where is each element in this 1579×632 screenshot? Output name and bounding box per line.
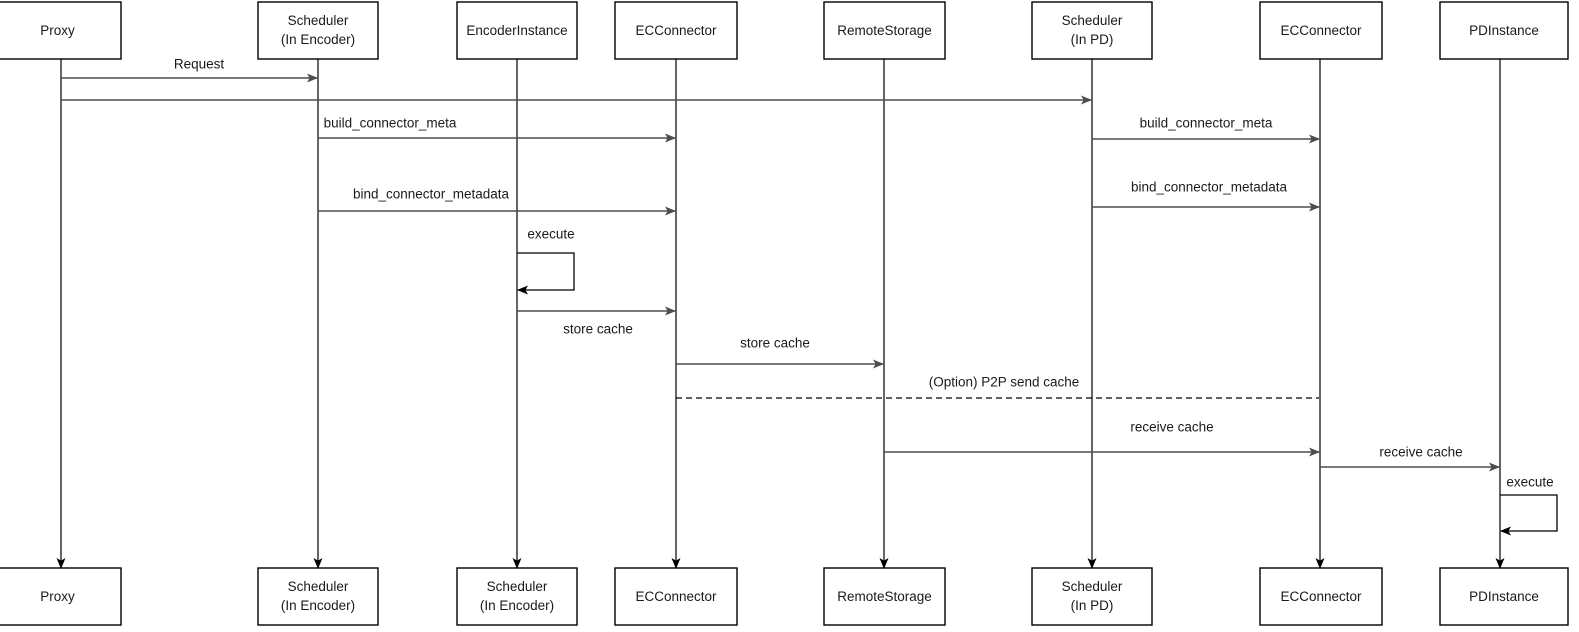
participant-label-primary: Scheduler — [487, 579, 548, 594]
participant-box-top-encoder-instance[interactable]: EncoderInstance — [456, 1, 578, 60]
bottom-participant-boxes: Proxy Scheduler (In Encoder) Scheduler (In E… — [0, 567, 1569, 626]
participant-box-bottom-ec-connector-encoder[interactable]: ECConnector — [614, 567, 738, 626]
participant-box-top-proxy[interactable]: Proxy — [0, 1, 122, 60]
message-m11[interactable]: receive cache — [1320, 445, 1500, 472]
self-calls-layer: execute execute — [517, 227, 1558, 536]
participant-box-rect[interactable] — [614, 1, 738, 60]
self-call-s1[interactable]: execute — [517, 227, 575, 295]
participant-label-primary: Scheduler — [1062, 579, 1123, 594]
participant-label-secondary: (In PD) — [1071, 32, 1114, 47]
message-label: store cache — [563, 322, 633, 337]
participant-box-top-pd-instance[interactable]: PDInstance — [1439, 1, 1569, 60]
message-label: build_connector_meta — [324, 116, 457, 131]
participant-box-rect[interactable] — [1031, 1, 1153, 60]
message-m4[interactable]: build_connector_meta — [1092, 116, 1320, 144]
participant-label-primary: ECConnector — [1280, 23, 1362, 38]
participant-box-rect[interactable] — [1259, 567, 1383, 626]
lifelines-layer — [56, 59, 1505, 569]
participant-box-bottom-scheduler-encoder[interactable]: Scheduler (In Encoder) — [257, 567, 379, 626]
participant-box-rect[interactable] — [1439, 1, 1569, 60]
participant-box-top-ec-connector-encoder[interactable]: ECConnector — [614, 1, 738, 60]
participant-box-rect[interactable] — [1259, 1, 1383, 60]
participant-box-rect[interactable] — [456, 567, 578, 626]
message-m8[interactable]: store cache — [676, 336, 884, 369]
participant-label-primary: PDInstance — [1469, 23, 1539, 38]
top-participant-boxes: Proxy Scheduler (In Encoder) EncoderInstanc… — [0, 1, 1569, 60]
participant-box-bottom-proxy[interactable]: Proxy — [0, 567, 122, 626]
participant-box-rect[interactable] — [0, 567, 122, 626]
participant-box-top-remote-storage[interactable]: RemoteStorage — [823, 1, 946, 60]
participant-box-top-ec-connector-pd[interactable]: ECConnector — [1259, 1, 1383, 60]
self-call-path — [517, 252, 575, 295]
participant-box-bottom-ec-connector-pd[interactable]: ECConnector — [1259, 567, 1383, 626]
participant-box-bottom-scheduler-pd[interactable]: Scheduler (In PD) — [1031, 567, 1153, 626]
participant-label-primary: ECConnector — [635, 589, 717, 604]
participant-box-bottom-pd-instance[interactable]: PDInstance — [1439, 567, 1569, 626]
participant-label-primary: PDInstance — [1469, 589, 1539, 604]
participant-label-primary: Scheduler — [288, 13, 349, 28]
participant-label-primary: Scheduler — [288, 579, 349, 594]
participant-box-rect[interactable] — [1031, 567, 1153, 626]
participant-box-rect[interactable] — [257, 1, 379, 60]
message-m9[interactable]: (Option) P2P send cache — [676, 375, 1319, 399]
message-m6[interactable]: bind_connector_metadata — [1092, 180, 1320, 212]
participant-box-rect[interactable] — [257, 567, 379, 626]
message-label: bind_connector_metadata — [353, 187, 510, 202]
participant-label-primary: EncoderInstance — [466, 23, 567, 38]
participant-label-primary: Scheduler — [1062, 13, 1123, 28]
participant-box-rect[interactable] — [456, 1, 578, 60]
participant-label-primary: Proxy — [40, 589, 75, 604]
participant-label-primary: RemoteStorage — [837, 23, 932, 38]
message-label: build_connector_meta — [1140, 116, 1273, 131]
message-m7[interactable]: store cache — [517, 306, 676, 337]
self-call-s2[interactable]: execute — [1500, 475, 1558, 536]
message-m1[interactable]: Request — [61, 57, 318, 83]
messages-layer: Request build_connector_meta build_connect… — [61, 57, 1500, 472]
participant-box-top-scheduler-encoder[interactable]: Scheduler (In Encoder) — [257, 1, 379, 60]
self-call-label: execute — [527, 227, 574, 242]
participant-box-rect[interactable] — [1439, 567, 1569, 626]
participant-box-top-scheduler-pd[interactable]: Scheduler (In PD) — [1031, 1, 1153, 60]
message-label: bind_connector_metadata — [1131, 180, 1288, 195]
participant-box-rect[interactable] — [614, 567, 738, 626]
participant-box-bottom-encoder-instance[interactable]: Scheduler (In Encoder) — [456, 567, 578, 626]
participant-label-secondary: (In Encoder) — [281, 598, 355, 613]
participant-box-rect[interactable] — [823, 567, 946, 626]
message-label: receive cache — [1379, 445, 1462, 460]
participant-label-primary: ECConnector — [635, 23, 717, 38]
self-call-label: execute — [1506, 475, 1553, 490]
participant-label-primary: Proxy — [40, 23, 75, 38]
participant-label-primary: ECConnector — [1280, 589, 1362, 604]
message-label: store cache — [740, 336, 810, 351]
participant-label-primary: RemoteStorage — [837, 589, 932, 604]
message-m5[interactable]: bind_connector_metadata — [318, 187, 676, 216]
participant-box-rect[interactable] — [823, 1, 946, 60]
participant-box-rect[interactable] — [0, 1, 122, 60]
message-label: Request — [174, 57, 225, 72]
participant-label-secondary: (In PD) — [1071, 598, 1114, 613]
message-label: receive cache — [1130, 420, 1213, 435]
participant-box-bottom-remote-storage[interactable]: RemoteStorage — [823, 567, 946, 626]
message-m10[interactable]: receive cache — [884, 420, 1320, 457]
message-label: (Option) P2P send cache — [929, 375, 1080, 390]
self-call-path — [1500, 494, 1558, 536]
participant-label-secondary: (In Encoder) — [281, 32, 355, 47]
participant-label-secondary: (In Encoder) — [480, 598, 554, 613]
message-m3[interactable]: build_connector_meta — [318, 116, 676, 143]
